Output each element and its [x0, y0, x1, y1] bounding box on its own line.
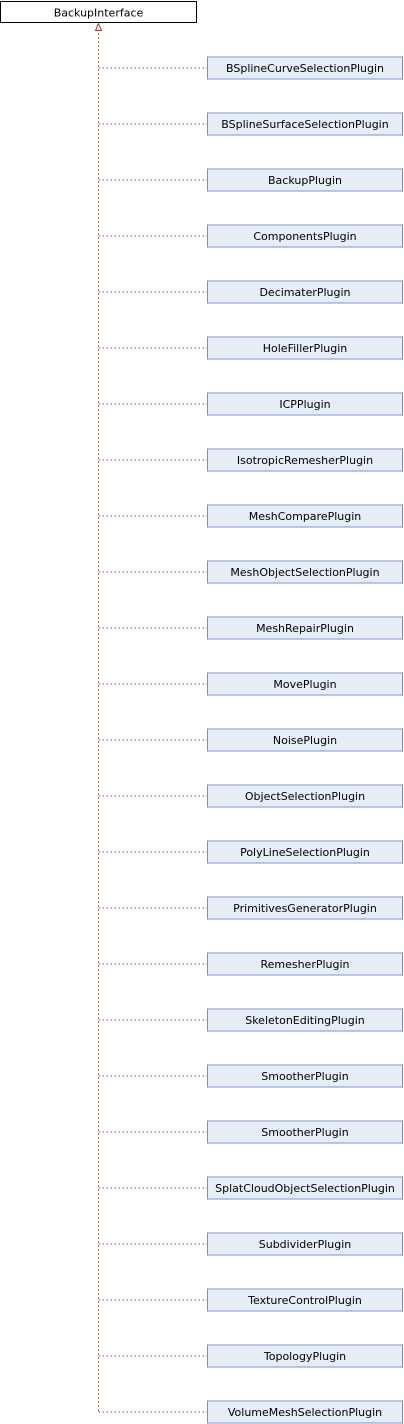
child-node-label[interactable]: SmootherPlugin	[261, 1126, 348, 1139]
child-node[interactable]: BSplineSurfaceSelectionPlugin	[207, 112, 403, 136]
child-node[interactable]: SmootherPlugin	[207, 1120, 403, 1144]
child-node-label[interactable]: BSplineSurfaceSelectionPlugin	[221, 118, 388, 131]
child-node-label[interactable]: VolumeMeshSelectionPlugin	[228, 1406, 382, 1419]
connectors	[98, 29, 208, 1413]
child-node[interactable]: HoleFillerPlugin	[207, 336, 403, 360]
child-node[interactable]: MeshObjectSelectionPlugin	[207, 560, 403, 584]
child-node[interactable]: ComponentsPlugin	[207, 224, 403, 248]
root-node-label[interactable]: BackupInterface	[54, 7, 144, 20]
child-node-box[interactable]	[207, 1344, 403, 1368]
child-node-label[interactable]: SmootherPlugin	[261, 1070, 348, 1083]
child-node-label[interactable]: NoisePlugin	[273, 734, 337, 747]
inheritance-arrowhead-icon	[94, 22, 103, 31]
child-node-box[interactable]	[207, 56, 403, 80]
child-node-box[interactable]	[207, 392, 403, 416]
child-node[interactable]: SplatCloudObjectSelectionPlugin	[207, 1176, 403, 1200]
child-node[interactable]: DecimaterPlugin	[207, 280, 403, 304]
child-node[interactable]: TextureControlPlugin	[207, 1288, 403, 1312]
child-node-box[interactable]	[207, 1120, 403, 1144]
child-node[interactable]: MeshRepairPlugin	[207, 616, 403, 640]
child-node-box[interactable]	[207, 504, 403, 528]
child-node-label[interactable]: ICPPlugin	[279, 398, 330, 411]
child-node-box[interactable]	[207, 1008, 403, 1032]
child-node-box[interactable]	[207, 1400, 403, 1424]
child-node-label[interactable]: ObjectSelectionPlugin	[245, 790, 365, 803]
child-node-box[interactable]	[207, 616, 403, 640]
child-node-box[interactable]	[207, 1232, 403, 1256]
child-node-label[interactable]: MeshObjectSelectionPlugin	[230, 566, 379, 579]
child-node-label[interactable]: RemesherPlugin	[260, 958, 349, 971]
child-node-box[interactable]	[207, 280, 403, 304]
child-node[interactable]: BSplineCurveSelectionPlugin	[207, 56, 403, 80]
child-node[interactable]: IsotropicRemesherPlugin	[207, 448, 403, 472]
child-node-label[interactable]: PrimitivesGeneratorPlugin	[233, 902, 377, 915]
child-node-box[interactable]	[207, 560, 403, 584]
child-node[interactable]: MovePlugin	[207, 672, 403, 696]
child-node-box[interactable]	[207, 168, 403, 192]
child-node[interactable]: PrimitivesGeneratorPlugin	[207, 896, 403, 920]
child-node[interactable]: VolumeMeshSelectionPlugin	[207, 1400, 403, 1424]
child-node-box[interactable]	[207, 1064, 403, 1088]
child-node-box[interactable]	[207, 448, 403, 472]
child-node-label[interactable]: PolyLineSelectionPlugin	[240, 846, 370, 859]
child-node-label[interactable]: BSplineCurveSelectionPlugin	[226, 62, 384, 75]
child-node[interactable]: NoisePlugin	[207, 728, 403, 752]
child-node[interactable]: MeshComparePlugin	[207, 504, 403, 528]
child-node[interactable]: TopologyPlugin	[207, 1344, 403, 1368]
child-node[interactable]: RemesherPlugin	[207, 952, 403, 976]
child-node-label[interactable]: ComponentsPlugin	[253, 230, 356, 243]
child-node-label[interactable]: MeshRepairPlugin	[256, 622, 354, 635]
child-node-label[interactable]: SubdividerPlugin	[259, 1238, 352, 1251]
child-node-box[interactable]	[207, 112, 403, 136]
child-node[interactable]: SmootherPlugin	[207, 1064, 403, 1088]
child-node-label[interactable]: SkeletonEditingPlugin	[245, 1014, 365, 1027]
child-node-box[interactable]	[207, 896, 403, 920]
child-node-label[interactable]: TextureControlPlugin	[247, 1294, 362, 1307]
root-node[interactable]: BackupInterface	[0, 1, 197, 23]
child-node-box[interactable]	[207, 224, 403, 248]
child-node-label[interactable]: SplatCloudObjectSelectionPlugin	[215, 1182, 395, 1195]
child-node-box[interactable]	[207, 1176, 403, 1200]
child-node-label[interactable]: MeshComparePlugin	[249, 510, 362, 523]
child-node-box[interactable]	[207, 336, 403, 360]
child-node-label[interactable]: IsotropicRemesherPlugin	[237, 454, 373, 467]
child-node-label[interactable]: DecimaterPlugin	[259, 286, 350, 299]
child-node-box[interactable]	[207, 952, 403, 976]
child-node-box[interactable]	[207, 672, 403, 696]
root-node-box[interactable]	[0, 1, 197, 23]
child-node[interactable]: SkeletonEditingPlugin	[207, 1008, 403, 1032]
child-node[interactable]: PolyLineSelectionPlugin	[207, 840, 403, 864]
child-node-box[interactable]	[207, 784, 403, 808]
child-node[interactable]: ICPPlugin	[207, 392, 403, 416]
child-node-box[interactable]	[207, 728, 403, 752]
child-node-box[interactable]	[207, 840, 403, 864]
child-node-label[interactable]: MovePlugin	[273, 678, 336, 691]
child-node-label[interactable]: BackupPlugin	[268, 174, 342, 187]
child-nodes: BSplineCurveSelectionPluginBSplineSurfac…	[207, 56, 403, 1424]
child-node-label[interactable]: HoleFillerPlugin	[263, 342, 348, 355]
child-node-box[interactable]	[207, 1288, 403, 1312]
child-node-label[interactable]: TopologyPlugin	[263, 1350, 346, 1363]
child-node[interactable]: BackupPlugin	[207, 168, 403, 192]
child-node[interactable]: SubdividerPlugin	[207, 1232, 403, 1256]
child-node[interactable]: ObjectSelectionPlugin	[207, 784, 403, 808]
